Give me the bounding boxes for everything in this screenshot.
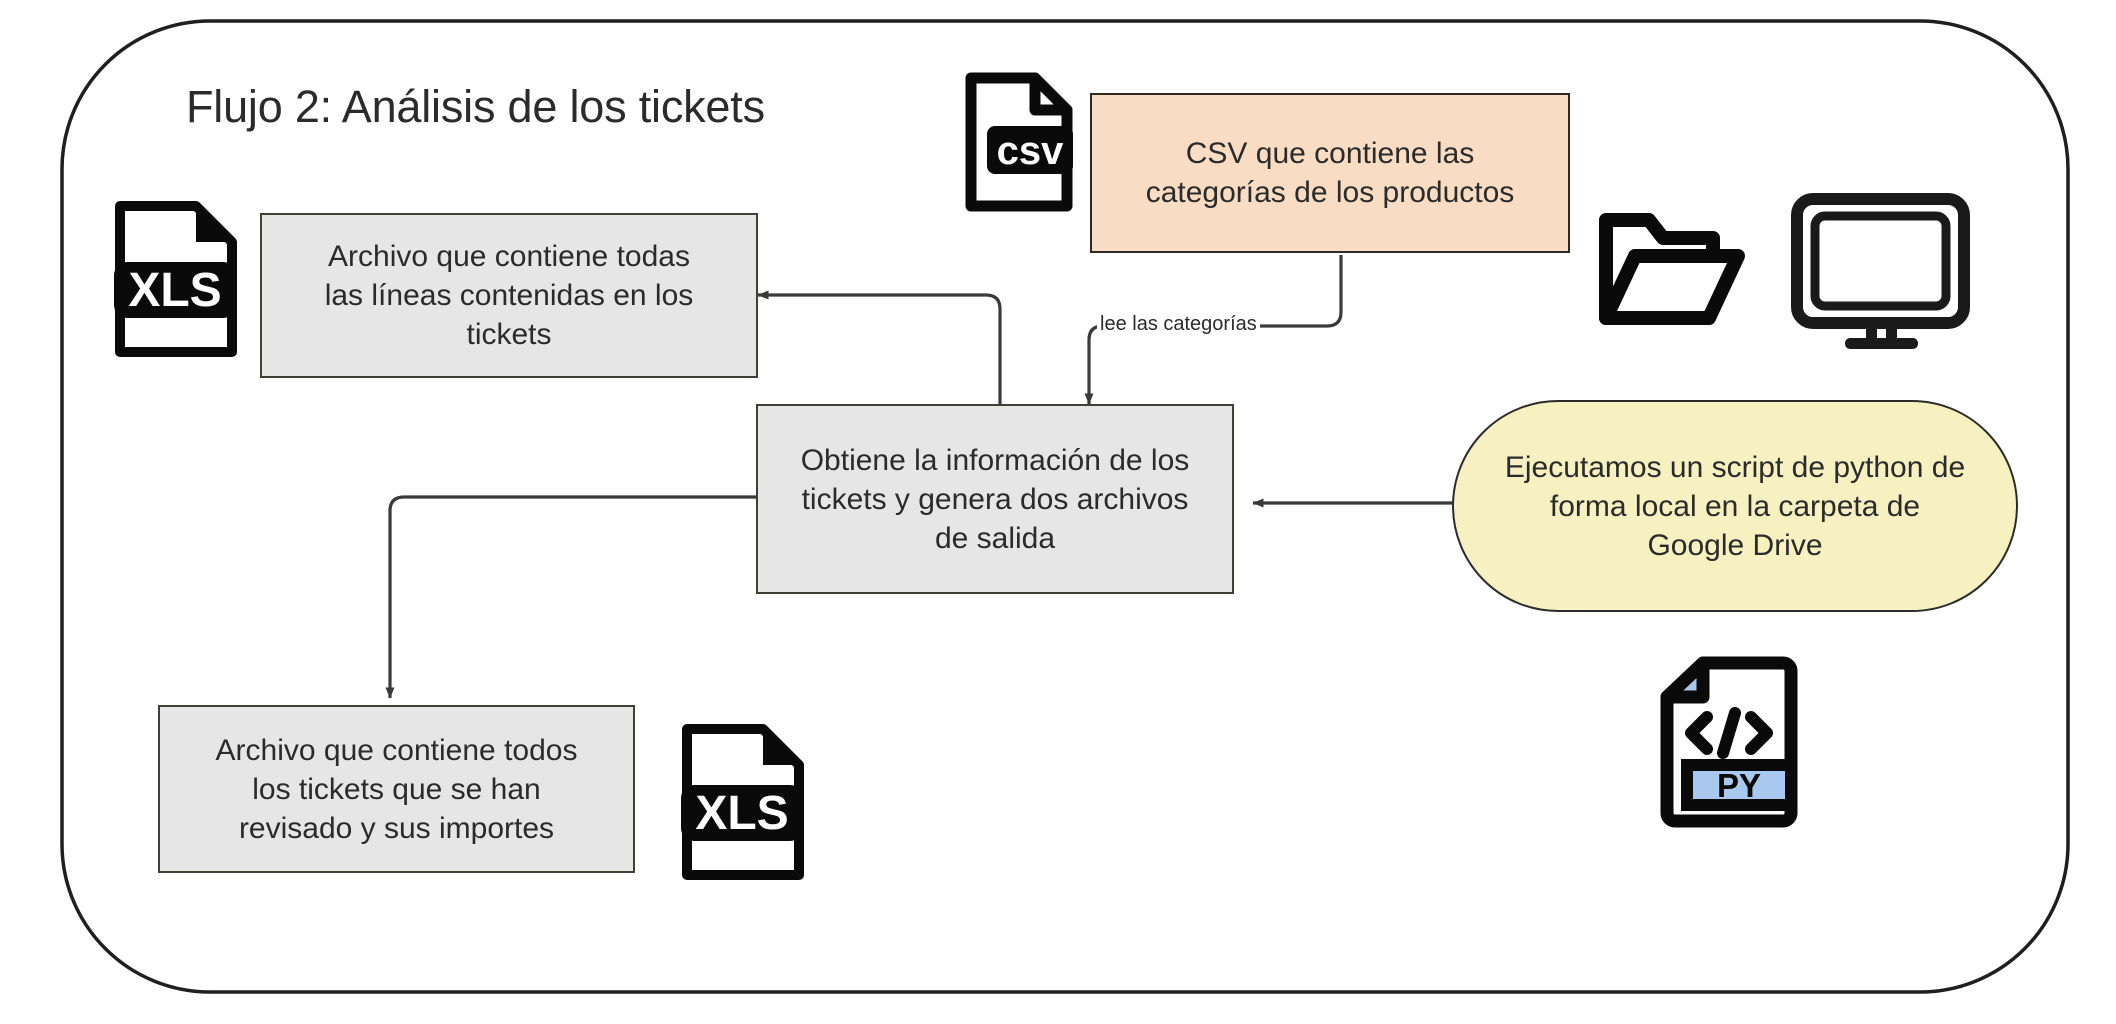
svg-text:PY: PY bbox=[1717, 767, 1761, 804]
node-script[interactable]: Ejecutamos un script de python de forma … bbox=[1452, 400, 2018, 612]
node-script-label: Ejecutamos un script de python de forma … bbox=[1504, 450, 1966, 562]
node-tickets-file[interactable]: Archivo que contiene todos los tickets q… bbox=[158, 705, 635, 873]
csv-file-icon: csv bbox=[963, 72, 1075, 212]
edge-label-lee-las-categorias: lee las categorías bbox=[1097, 313, 1260, 336]
node-process[interactable]: Obtiene la información de los tickets y … bbox=[756, 404, 1234, 594]
monitor-icon bbox=[1788, 190, 1973, 350]
node-csv-categories[interactable]: CSV que contiene las categorías de los p… bbox=[1090, 93, 1570, 253]
page-title: Flujo 2: Análisis de los tickets bbox=[186, 81, 765, 132]
edge-process-to-lines-file bbox=[757, 290, 1002, 405]
node-process-label: Obtiene la información de los tickets y … bbox=[800, 443, 1190, 555]
svg-text:XLS: XLS bbox=[128, 264, 221, 317]
node-lines-file-label: Archivo que contiene todas las líneas co… bbox=[324, 240, 694, 351]
node-lines-file[interactable]: Archivo que contiene todas las líneas co… bbox=[260, 213, 758, 378]
svg-text:XLS: XLS bbox=[695, 787, 788, 840]
svg-text:csv: csv bbox=[997, 129, 1064, 173]
edge-process-to-tickets-file bbox=[385, 495, 758, 699]
node-tickets-file-label: Archivo que contiene todos los tickets q… bbox=[215, 733, 578, 845]
node-csv-categories-label: CSV que contiene las categorías de los p… bbox=[1145, 137, 1515, 209]
xls-file-icon: XLS bbox=[112, 200, 240, 358]
folder-open-icon bbox=[1597, 208, 1747, 328]
outer-rounded-frame bbox=[60, 19, 2070, 994]
py-file-icon: PY bbox=[1655, 655, 1805, 830]
xls-file-icon: XLS bbox=[679, 723, 807, 881]
